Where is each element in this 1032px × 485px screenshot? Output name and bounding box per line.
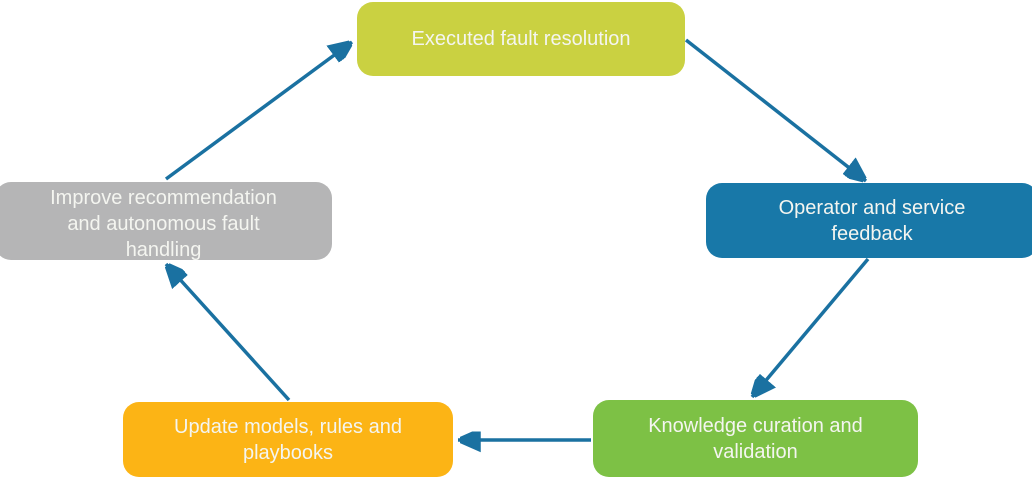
arrow-improve-to-executed xyxy=(164,42,352,181)
node-label: Update models, rules and playbooks xyxy=(174,415,402,464)
node-operator-and-service-feedback: Operator and service feedback xyxy=(706,183,1032,258)
arrow-operator-to-knowledge xyxy=(752,257,870,397)
node-label: Knowledge curation and validation xyxy=(648,414,863,463)
node-improve-recommendation-and-autonomous-fault-handling: Improve recommendation and autonomous fa… xyxy=(0,182,332,260)
node-label: Operator and service feedback xyxy=(778,196,966,245)
node-label: Executed fault resolution xyxy=(411,28,631,50)
node-update-models-rules-and-playbooks: Update models, rules and playbooks xyxy=(123,402,453,477)
node-label: Improve recommendation and autonomous fa… xyxy=(50,187,277,260)
arrow-executed-to-operator xyxy=(684,38,866,181)
arrow-update-to-improve xyxy=(166,264,291,402)
node-knowledge-curation-and-validation: Knowledge curation and validation xyxy=(593,400,918,477)
node-executed-fault-resolution: Executed fault resolution xyxy=(357,2,685,76)
